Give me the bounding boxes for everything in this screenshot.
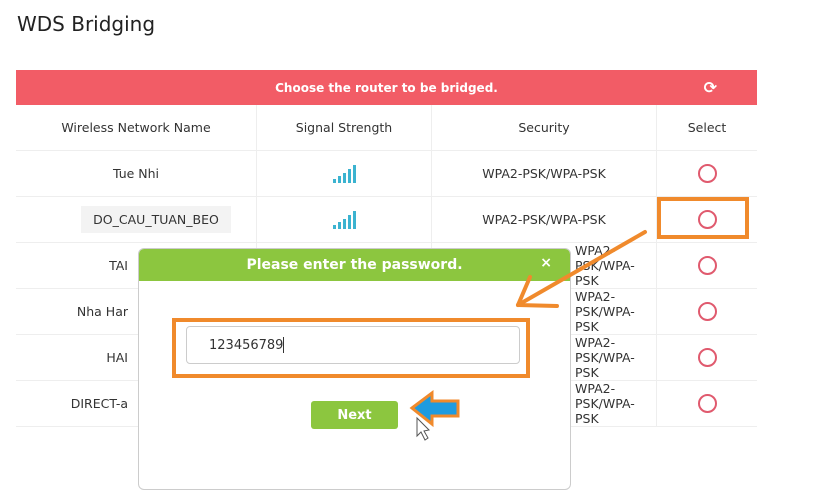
password-value: 123456789 bbox=[209, 337, 284, 353]
select-cell bbox=[657, 335, 757, 380]
dialog-title: Please enter the password. bbox=[246, 257, 463, 273]
select-cell bbox=[657, 381, 757, 426]
select-cell bbox=[657, 289, 757, 334]
select-radio[interactable] bbox=[697, 164, 717, 183]
close-icon[interactable]: × bbox=[540, 255, 552, 271]
signal-cell bbox=[257, 151, 432, 196]
next-button[interactable]: Next bbox=[311, 401, 398, 429]
table-header-row: Wireless Network Name Signal Strength Se… bbox=[16, 105, 757, 151]
security-cell: WPA2-PSK/WPA-PSK bbox=[432, 381, 657, 426]
network-name: TAI bbox=[109, 258, 128, 273]
select-radio[interactable] bbox=[697, 348, 717, 367]
header-signal: Signal Strength bbox=[257, 105, 432, 150]
banner-text: Choose the router to be bridged. bbox=[275, 80, 498, 95]
security-cell: WPA2-PSK/WPA-PSK bbox=[432, 335, 657, 380]
select-radio[interactable] bbox=[697, 302, 717, 321]
select-radio[interactable] bbox=[697, 256, 717, 275]
mouse-cursor-icon bbox=[416, 416, 431, 441]
signal-cell bbox=[257, 197, 432, 242]
page-title: WDS Bridging bbox=[17, 12, 156, 36]
annotation-highlight-input bbox=[172, 318, 530, 378]
select-cell bbox=[657, 151, 757, 196]
password-dialog: Please enter the password. × 123456789 N… bbox=[138, 248, 571, 490]
select-radio[interactable] bbox=[697, 394, 717, 413]
refresh-icon[interactable]: ⟳ bbox=[703, 78, 717, 97]
name-cell: DO_CAU_TUAN_BEO bbox=[16, 197, 257, 242]
annotation-highlight-select bbox=[657, 197, 749, 239]
blue-arrow-icon bbox=[409, 390, 460, 428]
security-cell: WPA2-PSK/WPA-PSK bbox=[432, 289, 657, 334]
signal-strength-icon bbox=[332, 210, 356, 229]
security-value: WPA2-PSK/WPA-PSK bbox=[482, 166, 606, 181]
security-cell: WPA2-PSK/WPA-PSK bbox=[432, 151, 657, 196]
dialog-header: Please enter the password. × bbox=[139, 249, 570, 281]
network-name: DO_CAU_TUAN_BEO bbox=[81, 206, 231, 233]
table-row[interactable]: Tue Nhi WPA2-PSK/WPA-PSK bbox=[16, 151, 757, 197]
table-banner: Choose the router to be bridged. ⟳ bbox=[16, 70, 757, 105]
network-name: Nha Har bbox=[76, 304, 128, 319]
header-name: Wireless Network Name bbox=[16, 105, 257, 150]
security-value: WPA2-PSK/WPA-PSK bbox=[575, 381, 635, 426]
name-cell: Tue Nhi bbox=[16, 151, 257, 196]
network-name: Tue Nhi bbox=[112, 166, 160, 181]
text-caret bbox=[283, 337, 285, 353]
security-cell: WPA2-PSK/WPA-PSK bbox=[432, 243, 657, 288]
security-value: WPA2-PSK/WPA-PSK bbox=[575, 243, 635, 288]
signal-strength-icon bbox=[332, 164, 356, 183]
header-security: Security bbox=[432, 105, 657, 150]
security-value: WPA2-PSK/WPA-PSK bbox=[575, 289, 635, 334]
select-cell bbox=[657, 197, 757, 242]
header-select: Select bbox=[687, 120, 727, 135]
select-radio[interactable] bbox=[697, 210, 717, 229]
select-cell bbox=[657, 243, 757, 288]
password-input[interactable]: 123456789 bbox=[186, 326, 520, 364]
orange-arrow-icon bbox=[516, 230, 647, 308]
security-cell: WPA2-PSK/WPA-PSK bbox=[432, 197, 657, 242]
table-row[interactable]: DO_CAU_TUAN_BEO WPA2-PSK/WPA-PSK bbox=[16, 197, 757, 243]
network-name: DIRECT-a bbox=[70, 396, 128, 411]
security-value: WPA2-PSK/WPA-PSK bbox=[575, 335, 635, 380]
security-value: WPA2-PSK/WPA-PSK bbox=[482, 212, 606, 227]
network-name: HAI bbox=[106, 350, 128, 365]
